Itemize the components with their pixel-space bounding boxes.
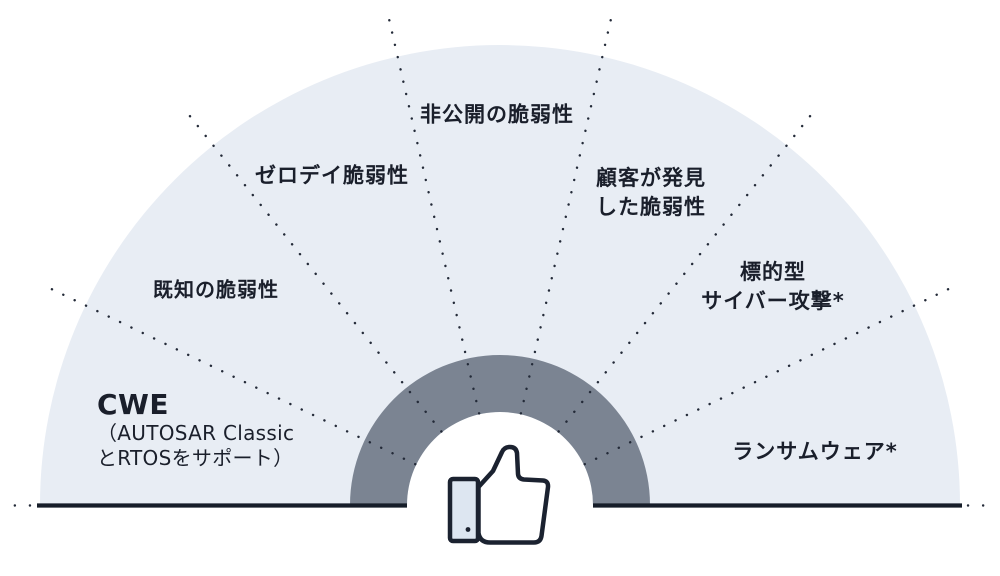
- thumbs-up-hand: [476, 444, 551, 545]
- thumbs-up-cuff: [447, 476, 481, 544]
- segment-divider-lines: [10, 16, 988, 507]
- label-line: 顧客が発見: [596, 166, 706, 190]
- cwe-subtitle-line: とRTOSをサポート）: [97, 446, 294, 470]
- segment-label-known-vulnerability: 既知の脆弱性: [153, 277, 279, 302]
- fan-background: [40, 45, 960, 505]
- segment-label-customer-discovered-vulnerability: 顧客が発見 した脆弱性: [596, 164, 706, 222]
- thumbs-up-cuff-dot: [465, 527, 471, 532]
- inner-ring: [350, 355, 650, 505]
- label-line: サイバー攻撃*: [701, 289, 845, 313]
- segment-label-targeted-cyber-attack: 標的型 サイバー攻撃*: [701, 258, 845, 316]
- segment-label-undisclosed-vulnerability: 非公開の脆弱性: [420, 102, 574, 127]
- label-line: した脆弱性: [596, 195, 706, 219]
- segment-label-cwe: CWE （AUTOSAR Classic とRTOSをサポート）: [97, 389, 294, 471]
- segment-label-zero-day-vulnerability: ゼロデイ脆弱性: [255, 163, 409, 188]
- segment-label-ransomware: ランサムウェア*: [732, 439, 898, 464]
- thumbs-up-icon: [447, 444, 551, 545]
- cwe-subtitle-line: （AUTOSAR Classic: [97, 421, 295, 445]
- label-line: 標的型: [740, 260, 806, 284]
- cwe-title: CWE: [97, 388, 170, 421]
